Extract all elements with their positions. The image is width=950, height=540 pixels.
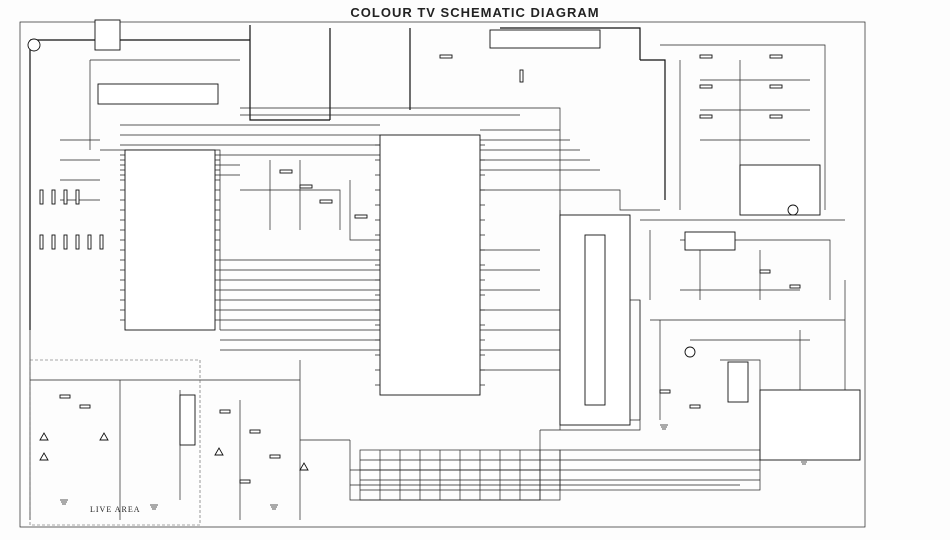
ic-pins xyxy=(120,144,485,386)
sheet-border xyxy=(19,21,866,528)
ic-main-processor xyxy=(124,149,216,331)
crt-neck-board xyxy=(739,164,821,216)
ic-connector-top xyxy=(489,29,601,49)
ic-tuner xyxy=(97,83,219,105)
ic-relay xyxy=(94,19,121,51)
live-area-border xyxy=(29,359,201,526)
diagram-title: COLOUR TV SCHEMATIC DIAGRAM xyxy=(350,5,600,20)
ic-audio xyxy=(684,231,736,251)
ic-components xyxy=(27,19,861,461)
power-switch-icon xyxy=(27,38,41,52)
ic-vertical-inner xyxy=(584,234,606,406)
transistor-video xyxy=(787,204,799,216)
ground-icons xyxy=(60,424,808,510)
transistor-h-drive xyxy=(684,346,696,358)
crt-socket-board xyxy=(759,389,861,461)
dashed-regions xyxy=(29,359,761,526)
passive-components xyxy=(39,54,801,484)
warning-icons xyxy=(39,432,309,471)
live-area-label: LIVE AREA xyxy=(90,505,141,514)
ic-video-chroma xyxy=(379,134,481,396)
transformer-out xyxy=(727,361,749,403)
transformer-power xyxy=(179,394,196,446)
